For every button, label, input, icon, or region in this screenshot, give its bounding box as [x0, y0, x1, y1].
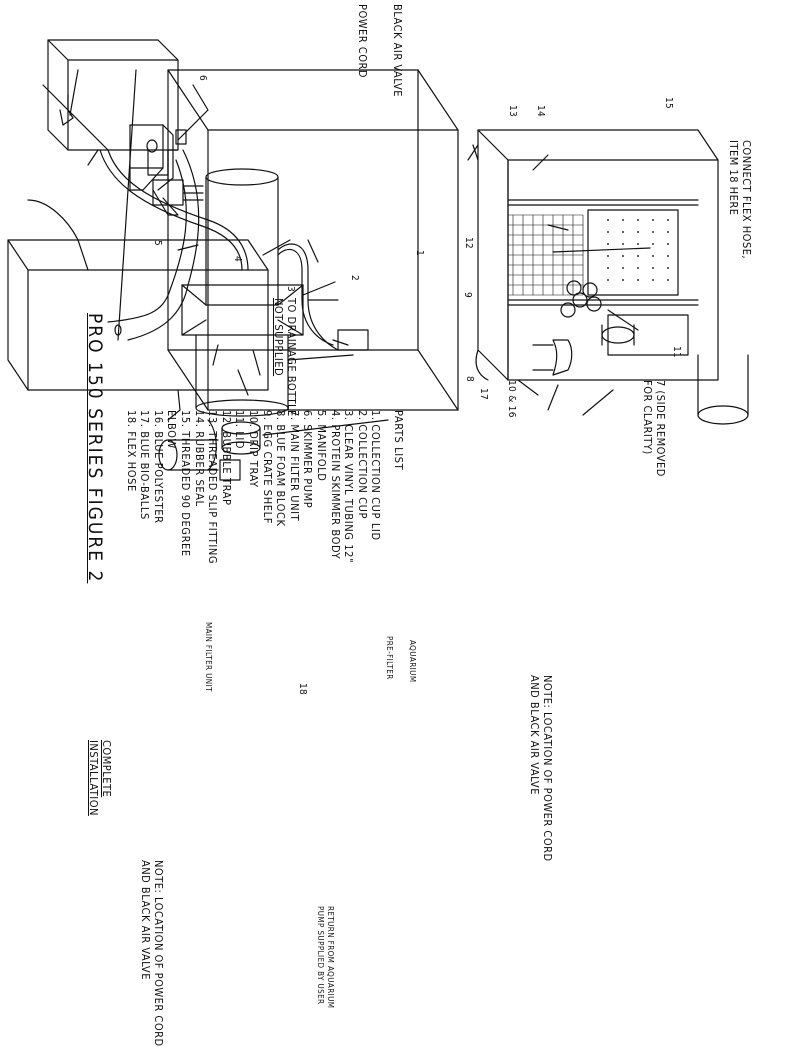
aquarium-tank: [27, 269, 269, 391]
item-number-10-16: 10 & 16: [506, 380, 517, 418]
filter-unit: [67, 59, 179, 151]
collection-cup-lid: [221, 421, 261, 455]
parts-list-item: 2. COLLECTION CUP: [355, 410, 369, 520]
item-number-18: 18: [297, 683, 308, 696]
item-number-2: 2: [349, 275, 360, 282]
skimmer-exploded-view: [59, 69, 651, 455]
outlet-pipe: [697, 354, 749, 425]
item-number-8: 8: [464, 376, 475, 383]
item-number-9: 9: [462, 292, 473, 299]
parts-list-item: 4. PROTEIN SKIMMER BODY: [328, 410, 342, 560]
parts-list-item: 8. BLUE FOAM BLOCK: [274, 410, 288, 527]
item-number-11: 11: [671, 346, 682, 359]
item-number-12: 12: [463, 237, 474, 250]
side-removed-label: 7 (SIDE REMOVED FOR CLARITY): [641, 380, 667, 477]
item-number-3: 3: [285, 286, 296, 293]
parts-list-item: 14. RUBBER SEAL: [192, 410, 206, 507]
collection-cup: [195, 334, 289, 417]
parts-list-item: 3. CLEAR VINYL TUBING 12": [342, 410, 356, 564]
item-number-17: 17: [478, 388, 489, 401]
parts-list-item: 7. MAIN FILTER UNIT: [287, 410, 301, 522]
air-line: [127, 149, 200, 341]
parts-list-item: 1. COLLECTION CUP LID: [369, 410, 383, 541]
parts-list-item: 5. MANIFOLD: [315, 410, 329, 482]
item-number-14: 14: [535, 105, 546, 118]
parts-list-item: 18. FLEX HOSE: [124, 410, 138, 492]
item-number-6: 6: [197, 75, 208, 82]
note-power-cord-top: NOTE: LOCATION OF POWER CORD AND BLACK A…: [528, 675, 554, 862]
parts-list-item: 6. SKIMMER PUMP: [301, 410, 315, 509]
parts-list-item: 17. BLUE BIO-BALLS: [138, 410, 152, 520]
item-number-15: 15: [663, 97, 674, 110]
item-number-4: 4: [232, 256, 243, 263]
manifold: [152, 149, 204, 206]
complete-installation-view: [7, 39, 369, 391]
drainage-label: TO DRAINAGE BOTTLE NOT SUPPLIED: [272, 298, 298, 417]
egg-crate-shelf: [507, 214, 584, 296]
parts-list-item: 13. THREADED SLIP FITTING: [206, 410, 220, 565]
figure-title: PRO 150 SERIES FIGURE 2: [84, 313, 106, 584]
return-line: [27, 199, 89, 271]
bubble-trap: [601, 314, 689, 356]
parts-list-item: 11. LID: [233, 410, 247, 450]
parts-list-item: ELBOW: [165, 410, 179, 449]
bio-balls: [560, 280, 602, 318]
flex-hose: [107, 149, 249, 271]
aquarium-label: AQUARIUM: [408, 640, 417, 683]
item-number-5: 5: [152, 240, 163, 247]
foam-block: [587, 209, 679, 296]
parts-list-item: 15. THREADED 90 DEGREE: [179, 410, 193, 557]
main-filter-unit-label: MAIN FILTER UNIT: [204, 622, 213, 692]
complete-installation-label: COMPLETE INSTALLATION: [87, 740, 113, 816]
parts-list-item: 9. EGG CRATE SHELF: [260, 410, 274, 524]
parts-list-item: 10. DRIP TRAY: [247, 410, 261, 488]
elbow-fitting: [532, 339, 573, 376]
item-number-13: 13: [507, 105, 518, 118]
item-number-1: 1: [414, 250, 425, 257]
parts-list-title: PARTS LIST: [392, 410, 405, 471]
pre-filter-label: PRE-FILTER: [385, 636, 394, 680]
connect-flex-hose-label: CONNECT FLEX HOSE, ITEM 18 HERE: [727, 140, 753, 260]
skimmer-body: [205, 168, 279, 306]
pre-filter: [337, 329, 369, 351]
return-from-aquarium-label: RETURN FROM AQUARIUM PUMP SUPPLIED BY US…: [316, 906, 335, 1009]
power-cord-label: POWER CORD: [356, 4, 369, 79]
parts-list: PARTS LIST 1. COLLECTION CUP LID 2. COLL…: [124, 410, 405, 564]
main-filter-unit-exploded: [467, 129, 749, 425]
black-air-valve-label: BLACK AIR VALVE: [391, 4, 404, 98]
parts-list-item: 16. BLUE POLYESTER: [151, 410, 165, 524]
parts-list-item: 12. BUBBLE TRAP: [219, 410, 233, 506]
note-power-cord-bottom: NOTE: LOCATION OF POWER CORD AND BLACK A…: [139, 860, 165, 1047]
